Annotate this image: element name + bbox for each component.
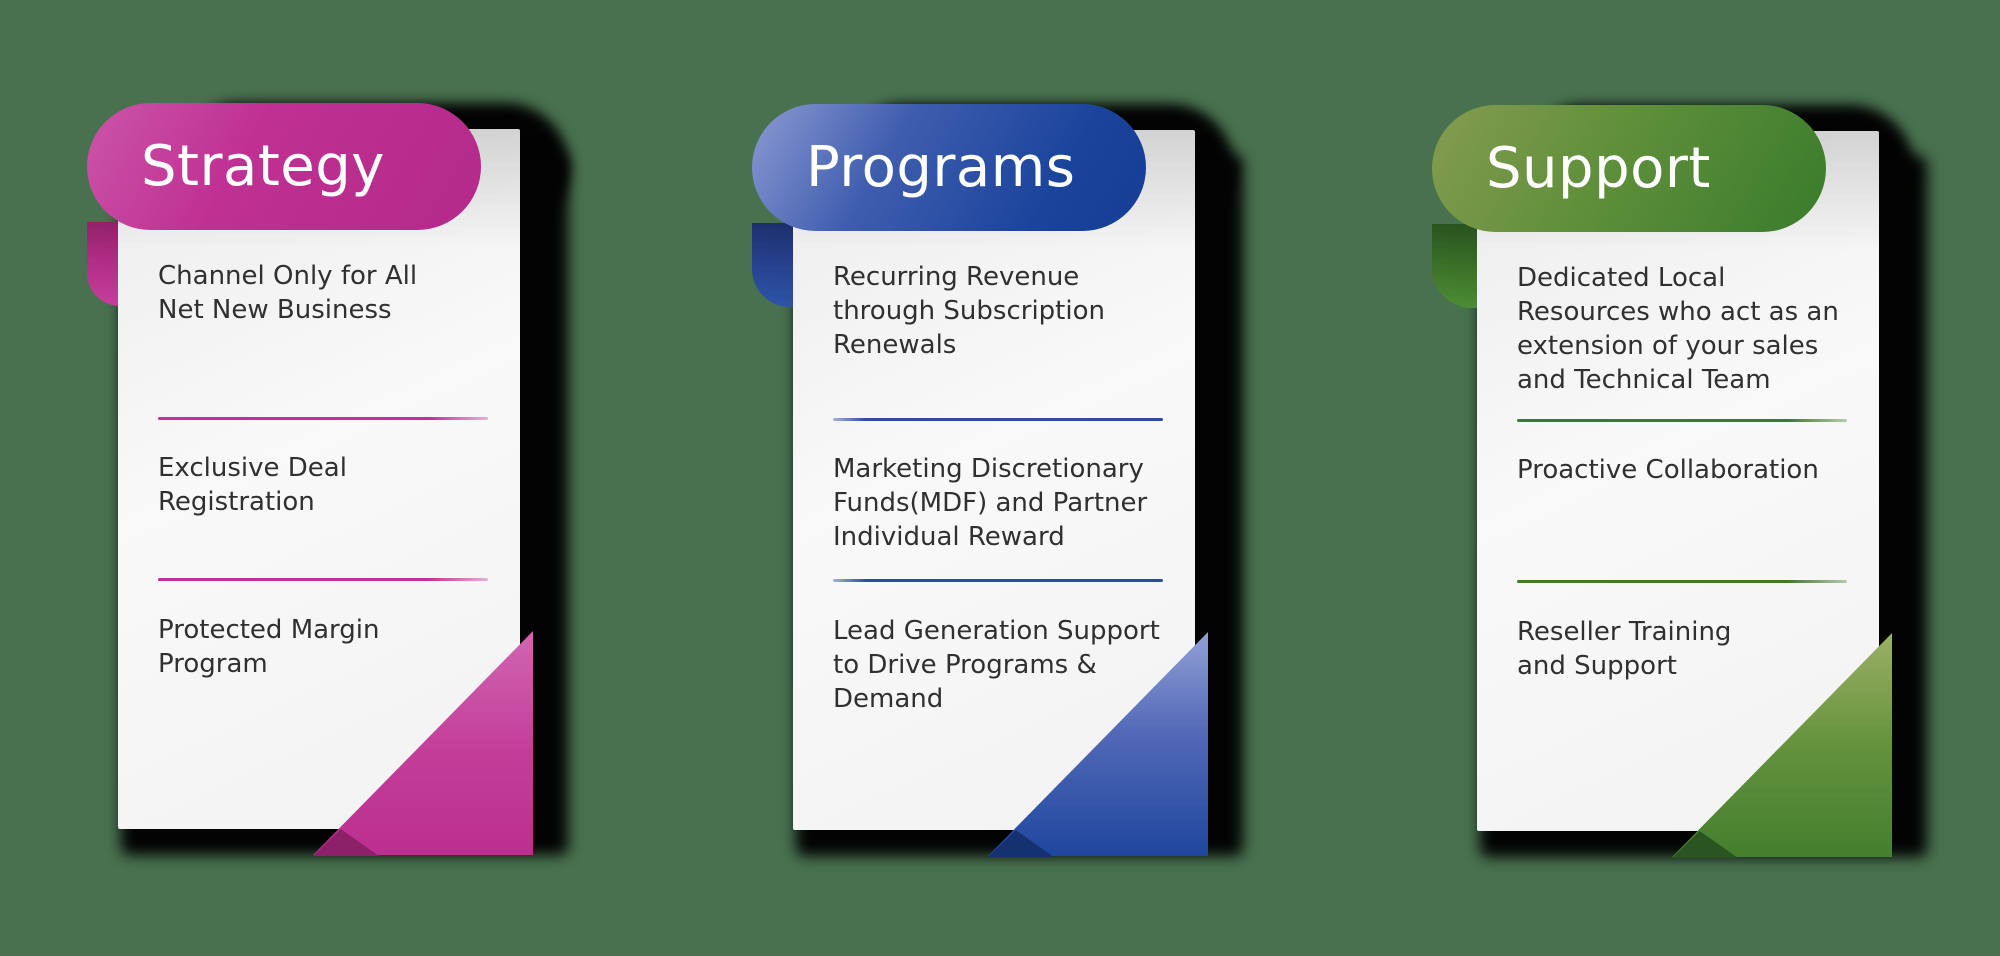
card-title: Support — [1486, 135, 1711, 201]
card-item: Marketing Discretionary Funds(MDF) and P… — [833, 454, 1148, 552]
card-group-programs: Recurring Revenue through Subscription R… — [752, 104, 1392, 904]
header-ribbon: Programs — [752, 104, 1146, 231]
card-title: Programs — [806, 134, 1076, 200]
card-item: Lead Generation Support to Drive Program… — [833, 616, 1160, 714]
item-divider — [158, 578, 488, 581]
card-item: Protected Margin Program — [158, 615, 380, 679]
ribbon-fold — [752, 223, 795, 307]
card-group-strategy: Channel Only for All Net New Business Ex… — [87, 103, 727, 903]
card-body: Dedicated Local Resources who act as an … — [1477, 131, 1879, 831]
card-item: Proactive Collaboration — [1517, 455, 1819, 485]
card-item: Channel Only for All Net New Business — [158, 261, 418, 325]
header-ribbon: Strategy — [87, 103, 481, 230]
card-body: Channel Only for All Net New Business Ex… — [118, 129, 520, 829]
card-group-support: Dedicated Local Resources who act as an … — [1432, 105, 2000, 905]
header-ribbon: Support — [1432, 105, 1826, 232]
card-item: Exclusive Deal Registration — [158, 453, 347, 517]
ribbon-fold — [1432, 224, 1479, 308]
card-item: Recurring Revenue through Subscription R… — [833, 262, 1105, 360]
card-item: Dedicated Local Resources who act as an … — [1517, 263, 1839, 395]
item-divider — [158, 417, 488, 420]
item-divider — [1517, 419, 1847, 422]
item-divider — [1517, 580, 1847, 583]
ribbon-fold — [87, 222, 120, 306]
card-body: Recurring Revenue through Subscription R… — [793, 130, 1195, 830]
item-divider — [833, 579, 1163, 582]
card-title: Strategy — [141, 133, 385, 199]
card-item: Reseller Training and Support — [1517, 617, 1732, 681]
item-divider — [833, 418, 1163, 421]
